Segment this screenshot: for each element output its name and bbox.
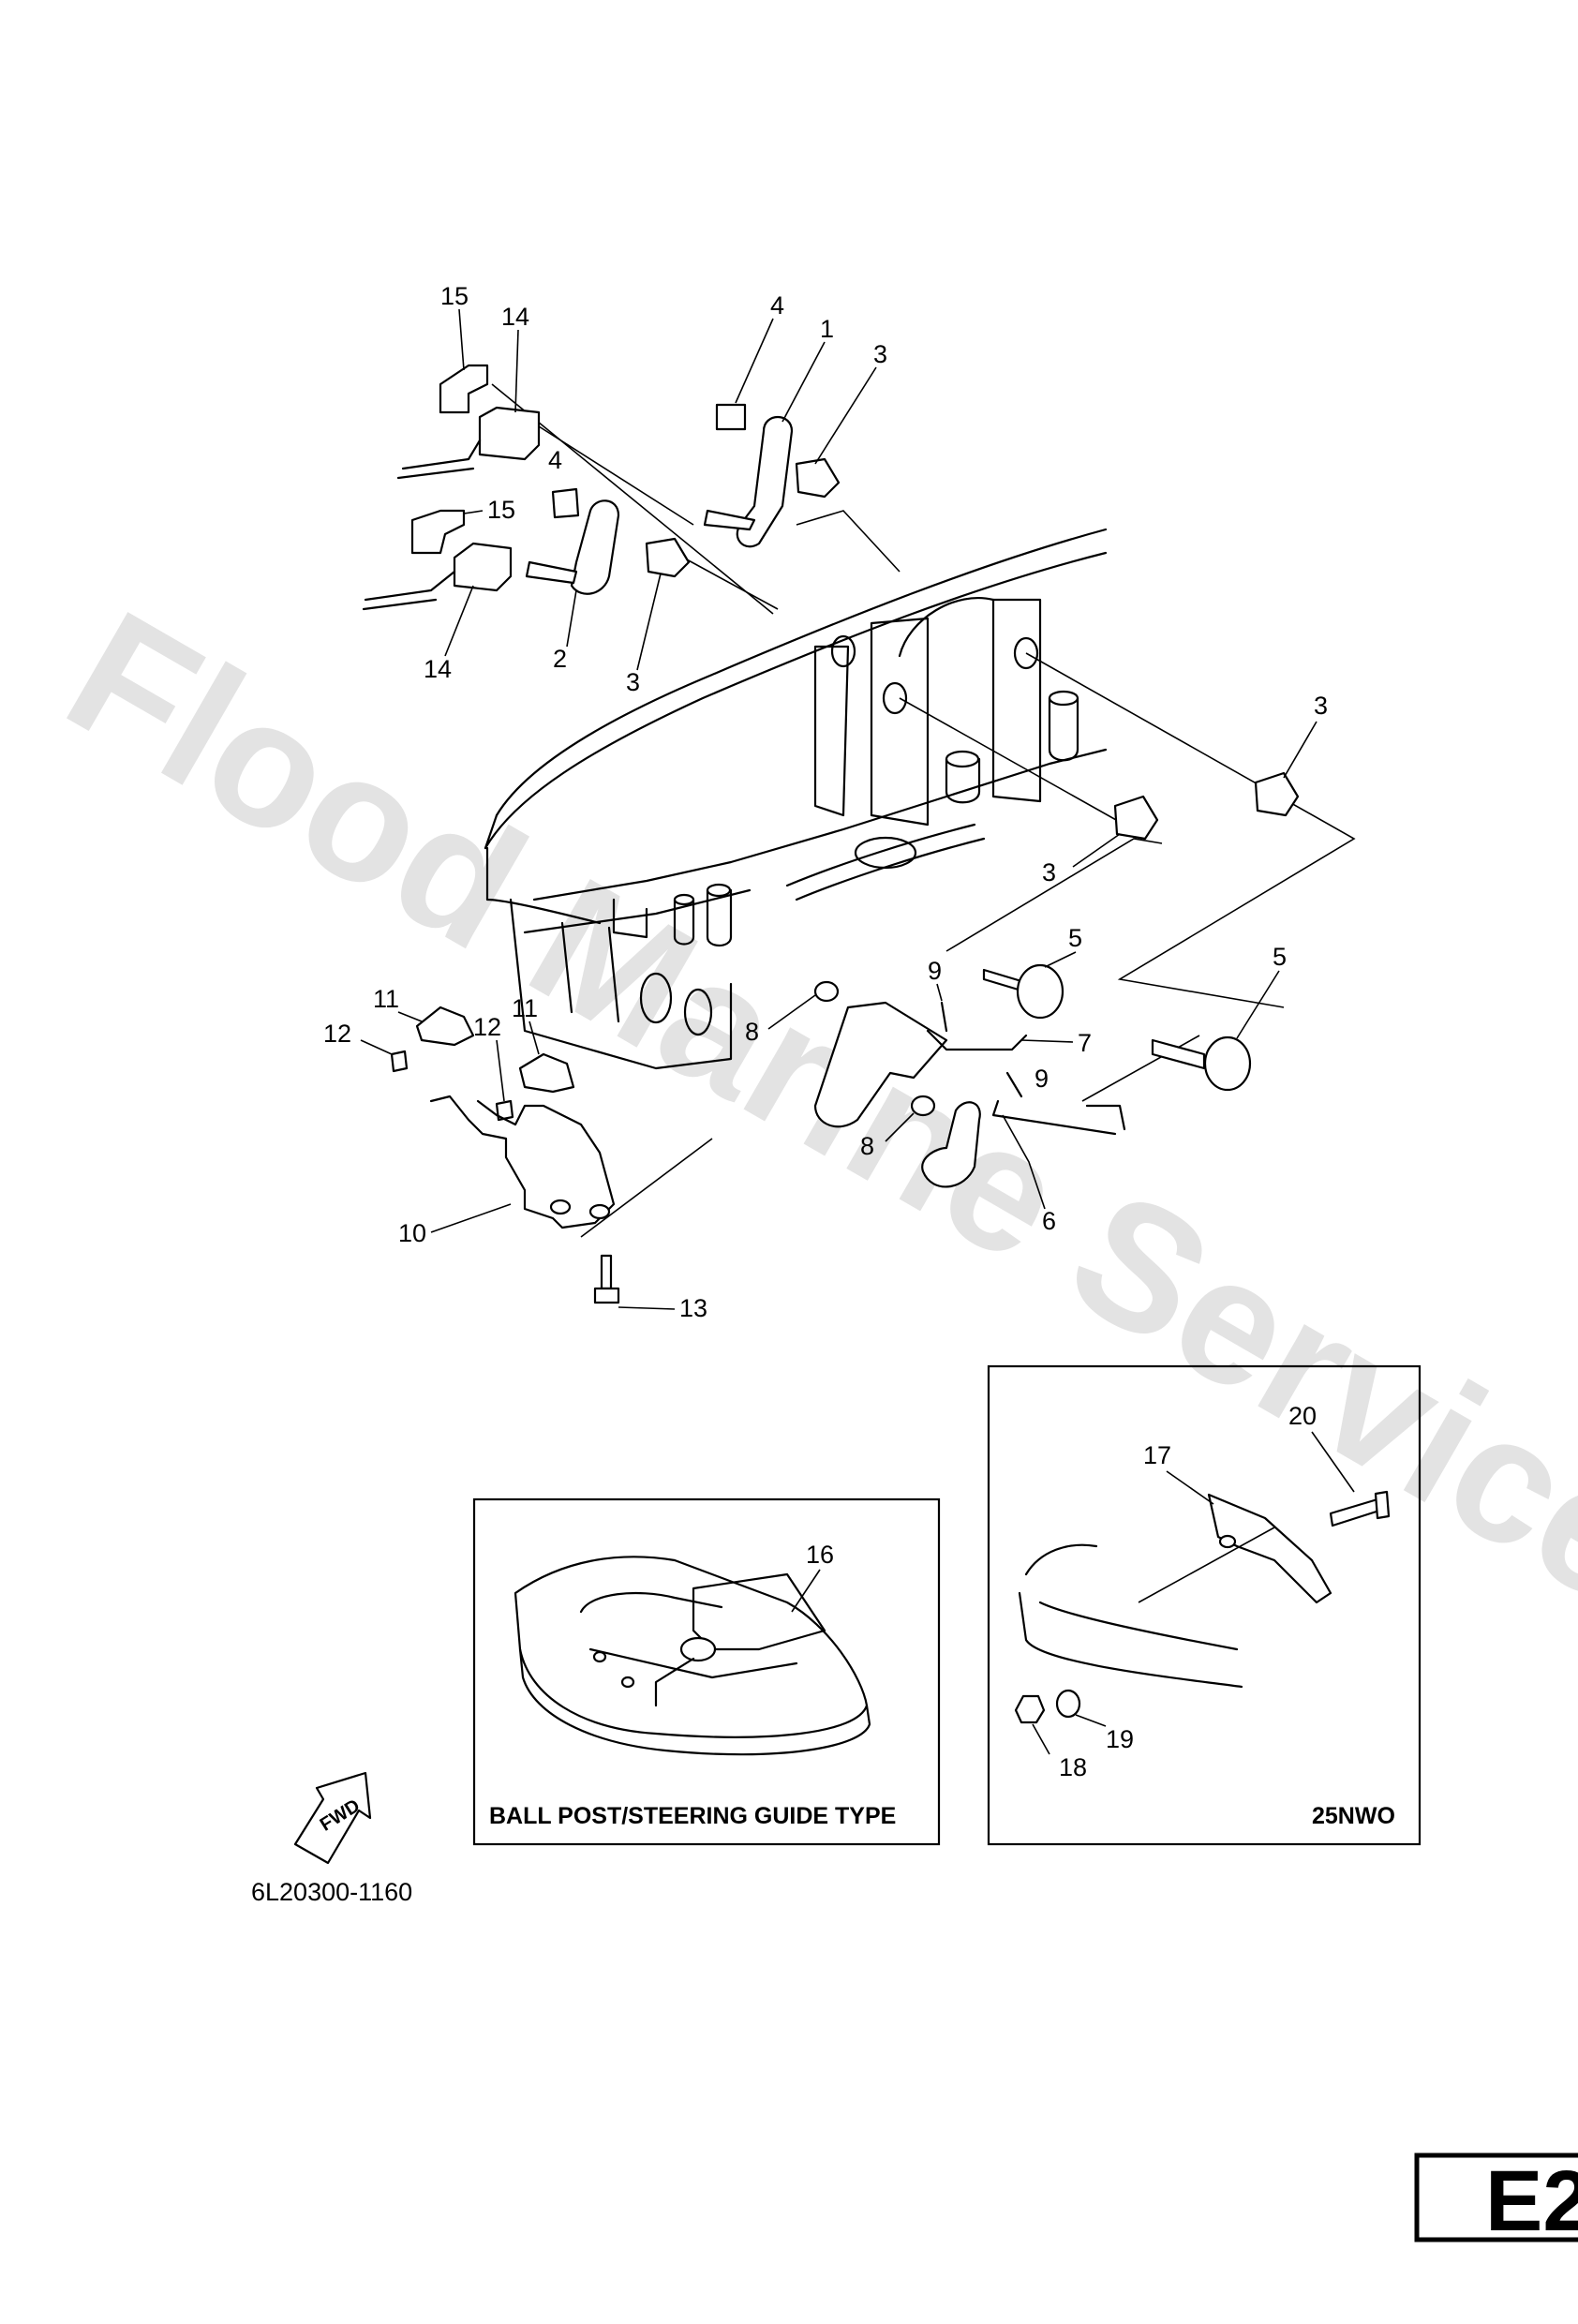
callout-4: 4 [770, 291, 784, 320]
callout-18: 18 [1059, 1753, 1087, 1781]
reference-lines [491, 383, 1356, 1603]
callout-8: 8 [745, 1018, 759, 1046]
diagram-code: 6L20300-1160 [251, 1878, 412, 1906]
watermark-text: Flood Marine Services [37, 574, 1578, 1691]
callout-3: 3 [1042, 858, 1056, 886]
callout-10: 10 [398, 1219, 426, 1247]
callout-15: 15 [487, 496, 515, 524]
callout-3: 3 [873, 340, 887, 368]
callout-2: 2 [553, 645, 567, 673]
part-drawings [362, 364, 1300, 1304]
inset-ball-post: BALL POST/STEERING GUIDE TYPE [472, 1497, 941, 1846]
callout-11: 11 [373, 985, 399, 1013]
callout-13: 13 [679, 1294, 707, 1322]
bottom-cowling-drawing [484, 528, 1108, 1070]
callout-17: 17 [1143, 1441, 1171, 1469]
watermark: Flood Marine Services [37, 574, 1578, 1691]
page-tab: E2 [1414, 2153, 1578, 2249]
callout-5: 5 [1273, 943, 1287, 971]
inset-right-caption: 25NWO [1312, 1803, 1395, 1829]
callouts: 15 14 4 1 3 4 15 14 2 3 3 3 5 5 9 7 8 9 … [323, 282, 1355, 1781]
callout-4: 4 [548, 446, 562, 474]
inset-25nwo: 25NWO [987, 1364, 1422, 1846]
callout-12: 12 [473, 1013, 501, 1041]
inset-right-frame [987, 1364, 1422, 1846]
callout-7: 7 [1078, 1029, 1092, 1057]
callout-15: 15 [440, 282, 469, 310]
callout-9: 9 [928, 957, 942, 985]
inset-left-caption: BALL POST/STEERING GUIDE TYPE [489, 1803, 896, 1829]
callout-14: 14 [424, 655, 452, 683]
fwd-arrow-icon: FWD [293, 1771, 372, 1865]
page-tab-frame [1414, 2153, 1578, 2242]
callout-14: 14 [501, 303, 529, 331]
callout-20: 20 [1288, 1402, 1317, 1430]
callout-6: 6 [1042, 1207, 1056, 1235]
callout-5: 5 [1068, 924, 1082, 952]
inset-left-frame [472, 1497, 941, 1846]
callout-16: 16 [806, 1541, 834, 1569]
page-tab-label: E2 [1485, 2153, 1578, 2249]
callout-8: 8 [860, 1132, 874, 1160]
callout-19: 19 [1106, 1725, 1134, 1753]
callout-3: 3 [626, 668, 640, 696]
callout-1: 1 [820, 315, 834, 343]
callout-3: 3 [1314, 692, 1328, 720]
callout-12: 12 [323, 1020, 351, 1048]
callout-9: 9 [1035, 1065, 1049, 1093]
callout-11: 11 [512, 994, 538, 1022]
